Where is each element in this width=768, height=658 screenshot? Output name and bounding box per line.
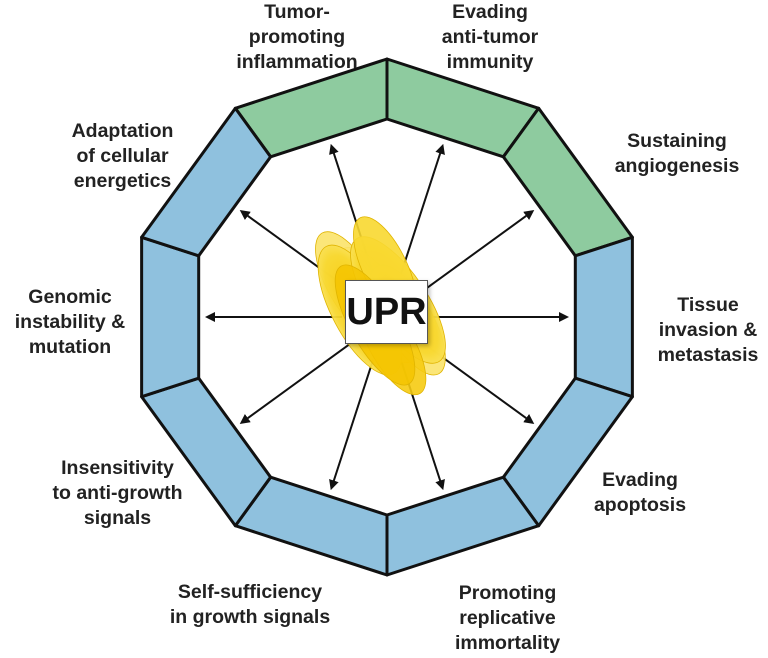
- hallmark-ring: [140, 57, 634, 577]
- arrow-to-evading-anti-tumor-immunity: [399, 143, 445, 275]
- segment-adaptation-cellular-energetics: [140, 106, 273, 258]
- segment-genomic-instability-mutation: [140, 235, 201, 399]
- label-evading-apoptosis: Evading apoptosis: [593, 469, 687, 516]
- label-insensitivity-anti-growth-signals: Insensitivity to anti-growth signals: [52, 457, 183, 529]
- label-adaptation-cellular-energetics: Adaptation of cellular energetics: [71, 120, 174, 192]
- label-sustaining-angiogenesis: Sustaining angiogenesis: [614, 130, 740, 177]
- label-self-sufficiency-growth-signals: Self-sufficiency in growth signals: [169, 581, 331, 628]
- label-tissue-invasion-metastasis: Tissue invasion & metastasis: [657, 294, 759, 366]
- label-tumor-promoting-inflammation: Tumor- promoting inflammation: [236, 1, 358, 73]
- arrow-to-insensitivity-anti-growth-signals: [239, 342, 352, 424]
- upr-label: UPR: [346, 290, 427, 333]
- label-promoting-replicative-immortality: Promoting replicative immortality: [454, 582, 561, 654]
- arrow-to-sustaining-angiogenesis: [422, 210, 535, 292]
- segment-tissue-invasion-metastasis: [573, 235, 634, 399]
- upr-center-box: UPR: [345, 280, 428, 344]
- label-evading-anti-tumor-immunity: Evading anti-tumor immunity: [441, 1, 539, 73]
- arrow-to-self-sufficiency-growth-signals: [329, 359, 375, 491]
- label-genomic-instability-mutation: Genomic instability & mutation: [14, 286, 126, 358]
